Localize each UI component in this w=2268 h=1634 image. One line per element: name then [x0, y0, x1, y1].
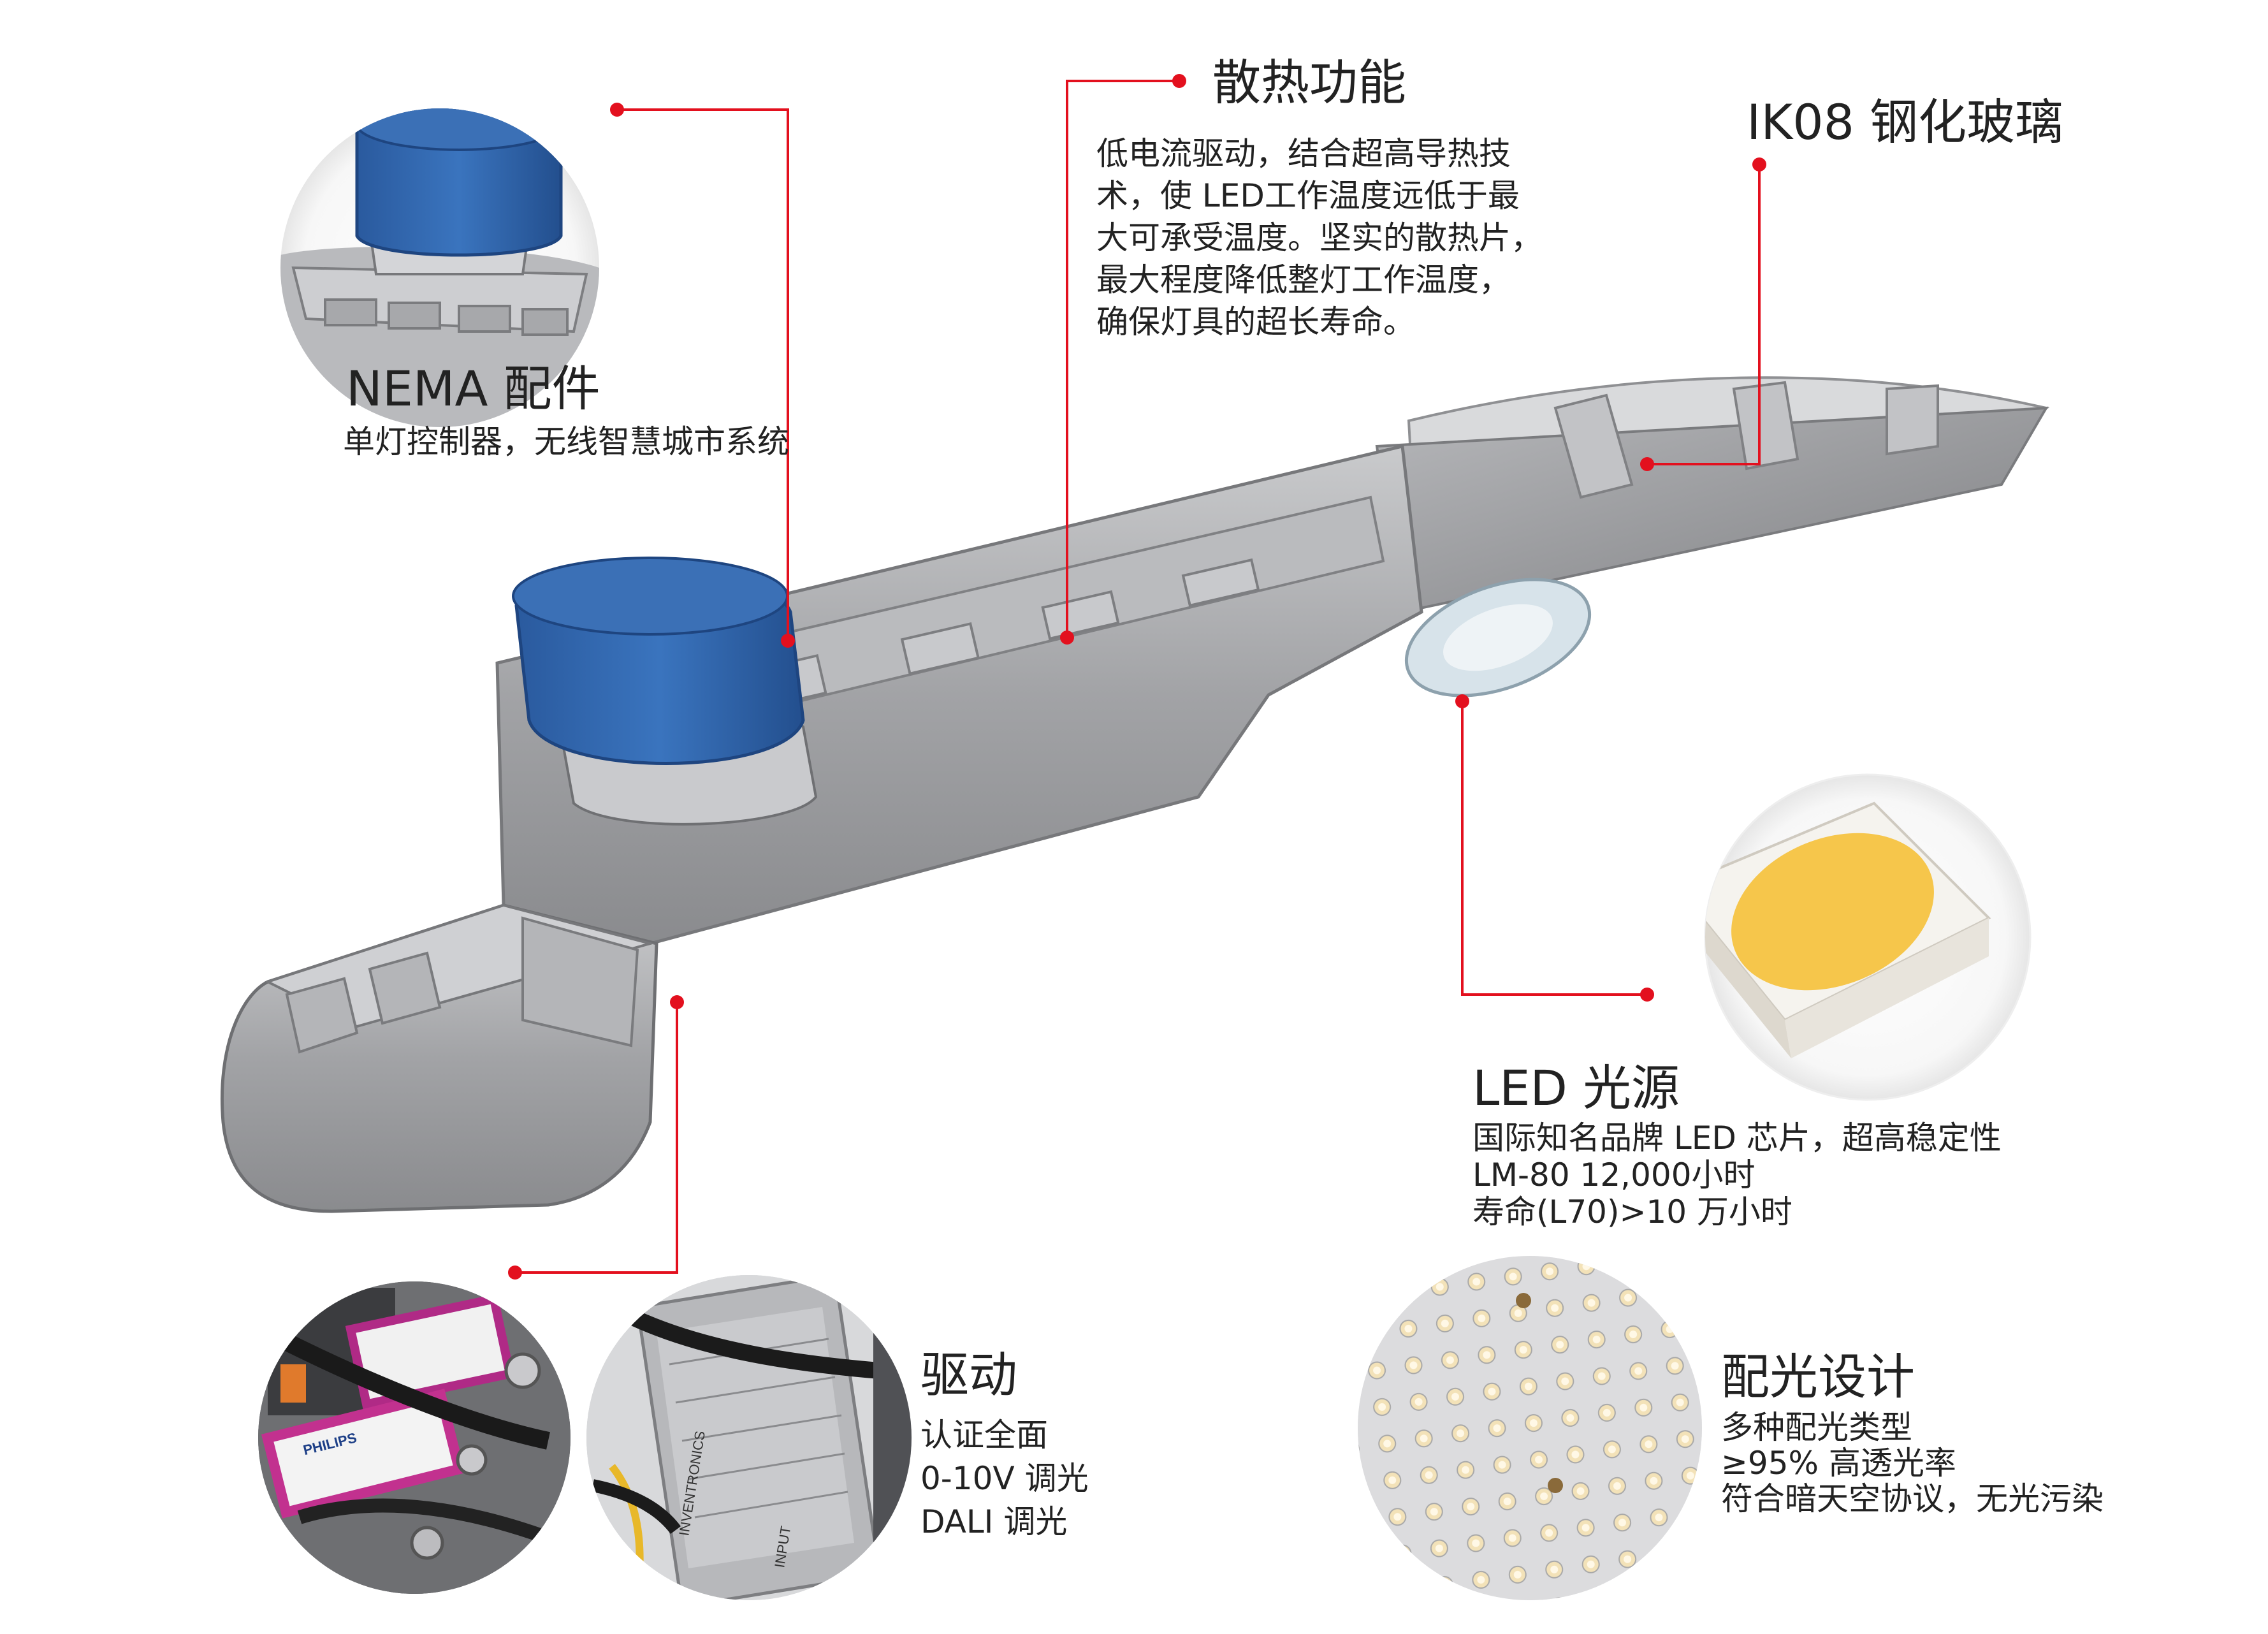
nema-sensor [512, 557, 818, 826]
callout-lines [515, 80, 1761, 1274]
optics-desc-line-1: 多种配光类型 [1721, 1409, 1912, 1446]
nema-desc-line-1: 单灯控制器，无线智慧城市系统 [343, 423, 789, 460]
heat-desc-line-5: 确保灯具的超长寿命。 [1096, 303, 1415, 340]
optics-title: 配光设计 [1721, 1348, 1915, 1405]
heat-title: 散热功能 [1212, 54, 1406, 111]
nema-title: NEMA 配件 [346, 360, 600, 417]
optics-desc-line-3: 符合暗天空协议，无光污染 [1721, 1480, 2104, 1517]
heat-desc-line-4: 最大程度降低整灯工作温度， [1096, 261, 1511, 298]
heat-desc-line-2: 术，使 LED工作温度远低于最 [1096, 177, 1520, 214]
led-chip-closeup [1704, 773, 2032, 1101]
led-desc-line-1: 国际知名品牌 LED 芯片，超高稳定性 [1472, 1120, 2002, 1156]
glass-title: IK08 钢化玻璃 [1747, 94, 2064, 150]
driver-closeup-philips: PHILIPS [258, 1281, 571, 1594]
led-title: LED 光源 [1472, 1060, 1680, 1116]
nema-closeup [280, 108, 599, 427]
heat-desc-line-3: 大可承受温度。坚实的散热片， [1096, 219, 1543, 256]
driver-desc-line-3: DALI 调光 [920, 1503, 1068, 1540]
heat-desc-line-1: 低电流驱动，结合超高导热技 [1096, 135, 1511, 172]
driver-desc-line-2: 0-10V 调光 [920, 1460, 1089, 1497]
driver-desc-line-1: 认证全面 [920, 1417, 1048, 1454]
optics-desc-line-2: ≥95% 高透光率 [1721, 1445, 1956, 1482]
led-desc-line-3: 寿命(L70)>10 万小时 [1472, 1193, 1792, 1230]
optics-closeup [1358, 1256, 1702, 1600]
driver-title: 驱动 [920, 1346, 1017, 1403]
street-light-housing [220, 376, 2050, 1213]
led-desc-line-2: LM-80 12,000小时 [1472, 1156, 1756, 1193]
driver-closeup-inventronics: INVENTRONICS INPUT [586, 1275, 912, 1600]
callout-dots [508, 74, 1766, 1280]
